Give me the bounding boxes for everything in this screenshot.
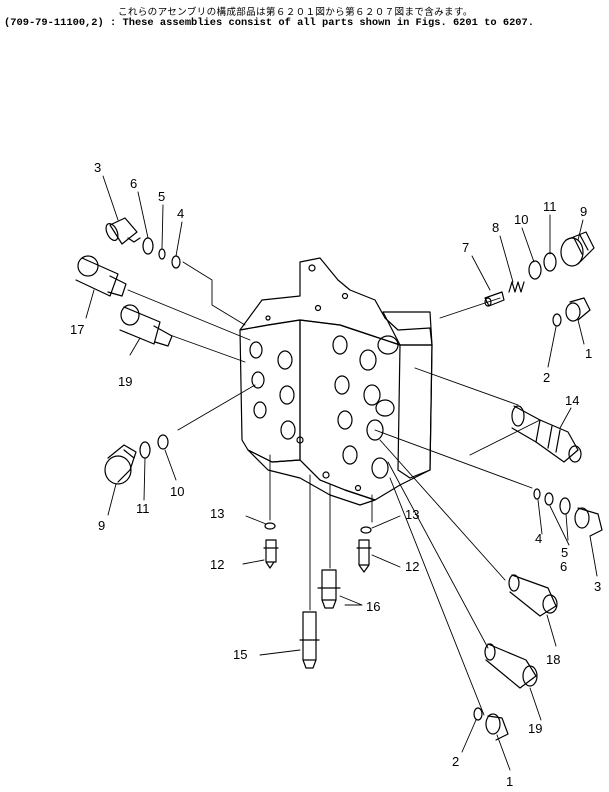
- leader-lines: [127, 261, 541, 716]
- callout-17: 17: [70, 322, 84, 337]
- callout-2-lower: 2: [452, 754, 459, 769]
- part-1-plug-lower: [485, 713, 509, 741]
- callout-8: 8: [492, 220, 499, 235]
- part-19-valve-upper: [119, 304, 173, 347]
- callout-4-lower: 4: [535, 531, 542, 546]
- callout-3: 3: [94, 160, 101, 175]
- callout-5: 5: [158, 189, 165, 204]
- callout-10-lower: 10: [170, 484, 184, 499]
- part-7-poppet: [484, 291, 505, 307]
- part-10-ring-upper: [528, 260, 542, 280]
- part-18-valve: [508, 574, 558, 617]
- part-4-o-ring-lower: [533, 488, 541, 500]
- callout-1-lower: 1: [506, 774, 513, 789]
- part-9-plug-lower: [104, 444, 137, 485]
- part-5-washer-upper: [158, 248, 166, 260]
- part-13-o-ring-left: [264, 522, 276, 530]
- part-5-washer-lower: [544, 492, 554, 506]
- callout-5-lower: 5: [561, 545, 568, 560]
- callout-13: 13: [210, 506, 224, 521]
- part-10-ring-lower: [157, 434, 169, 450]
- callout-11-lower: 11: [136, 501, 150, 516]
- callout-6: 6: [130, 176, 137, 191]
- callout-12-right: 12: [405, 559, 419, 574]
- callout-16: 16: [366, 599, 380, 614]
- callout-pointers: [85, 175, 598, 771]
- part-11-ring-upper: [543, 252, 557, 272]
- part-8-spring: [508, 281, 525, 293]
- part-16-valve: [317, 569, 341, 609]
- callout-3-lower: 3: [594, 579, 601, 594]
- part-12-fitting-left: [263, 539, 279, 569]
- header-note-japanese: これらのアセンブリの構成部品は第６２０１図から第６２０７図まで含みます。: [118, 7, 473, 18]
- part-15-valve: [299, 611, 320, 669]
- callout-12: 12: [210, 557, 224, 572]
- callout-19-lower: 19: [528, 721, 542, 736]
- callout-10: 10: [514, 212, 528, 227]
- part-3-plug-upper: [105, 217, 141, 245]
- part-2-o-ring-upper: [552, 313, 562, 327]
- part-6-backup-ring-lower: [559, 497, 571, 515]
- part-4-o-ring-upper: [171, 255, 181, 269]
- callout-1: 1: [585, 346, 592, 361]
- part-13-o-ring-right: [360, 526, 372, 534]
- callout-6-lower: 6: [560, 559, 567, 574]
- part-14-relief-valve: [511, 405, 582, 463]
- part-3-plug-lower: [574, 507, 603, 537]
- callout-labels: 3 6 5 4 7 8 10 11 9 17 19 2 1 14 9 11 10…: [70, 160, 601, 789]
- callout-13-right: 13: [405, 507, 419, 522]
- part-19-valve-lower: [484, 643, 538, 689]
- callout-11: 11: [543, 199, 557, 214]
- part-6-backup-ring-upper: [142, 237, 154, 255]
- part-12-fitting-right: [356, 539, 372, 573]
- callout-14: 14: [565, 393, 579, 408]
- header-note-english: (709-79-11100,2) : These assemblies cons…: [4, 17, 535, 29]
- part-1-plug-upper: [565, 297, 591, 322]
- callout-18: 18: [546, 652, 560, 667]
- callout-9: 9: [580, 204, 587, 219]
- part-9-plug-upper: [560, 231, 595, 267]
- control-valve-body: [239, 257, 433, 506]
- callout-7: 7: [462, 240, 469, 255]
- callout-19: 19: [118, 374, 132, 389]
- part-2-o-ring-lower: [473, 707, 483, 721]
- callout-15: 15: [233, 647, 247, 662]
- callout-9-lower: 9: [98, 518, 105, 533]
- part-17-valve: [75, 255, 127, 297]
- callout-4: 4: [177, 206, 184, 221]
- callout-2: 2: [543, 370, 550, 385]
- part-11-ring-lower: [139, 441, 151, 459]
